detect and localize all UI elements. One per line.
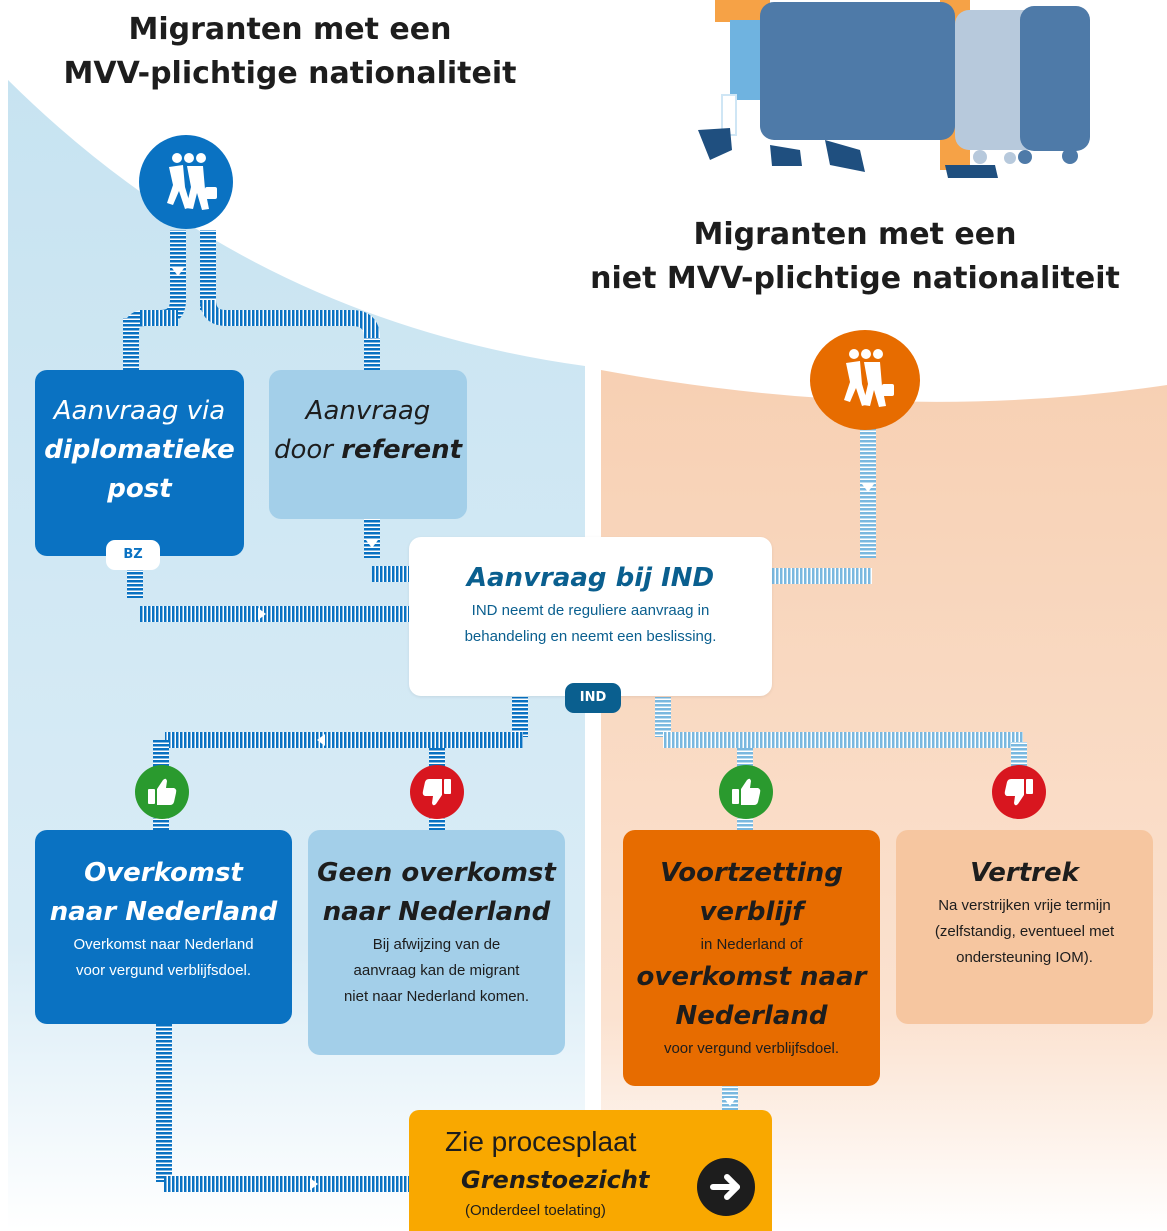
box-geen-overkomst-sub2: aanvraag kan de migrant [353, 962, 520, 979]
box-overkomst-sub1: Overkomst naar Nederland [73, 936, 254, 953]
box-ind-title: Aanvraag bij IND [466, 563, 715, 593]
thumbs-up-icon [732, 778, 761, 805]
thumb-reject-right [992, 765, 1046, 819]
box-grenstoezicht-line2: Grenstoezicht [461, 1166, 650, 1194]
box-diplomatieke-line2: diplomatieke [44, 435, 235, 465]
box-voortzetting: Voortzetting verblijf in Nederland of ov… [623, 830, 880, 1086]
tag-ind: IND [565, 683, 621, 713]
box-voortzetting-line3: overkomst naar [636, 962, 867, 992]
migrants-mvv-circle [139, 135, 233, 229]
box-ind-line2: behandeling en neemt een beslissing. [464, 628, 717, 645]
box-ind: Aanvraag bij IND IND neemt de reguliere … [409, 537, 772, 696]
box-overkomst-line2: naar Nederland [49, 897, 278, 927]
box-geen-overkomst: Geen overkomst naar Nederland Bij afwijz… [308, 830, 565, 1055]
mvv-title-line2: MVV-plichtige nationaliteit [63, 56, 517, 91]
box-geen-overkomst-sub3: niet naar Nederland komen. [343, 988, 530, 1005]
box-vertrek-line1: Vertrek [970, 858, 1079, 888]
box-ind-line1: IND neemt de reguliere aanvraag in [471, 602, 710, 619]
box-vertrek-sub2: (zelfstandig, eventueel met [934, 923, 1115, 940]
box-voortzetting-line1: Voortzetting [660, 858, 843, 888]
box-overkomst-line1: Overkomst [84, 858, 243, 888]
mvv-title: Migranten met een MVV-plichtige national… [30, 8, 550, 96]
box-overkomst: Overkomst naar Nederland Overkomst naar … [35, 830, 292, 1024]
thumbs-down-icon [422, 779, 451, 806]
box-vertrek-sub1: Na verstrijken vrije termijn [938, 897, 1111, 914]
non-mvv-title: Migranten met een niet MVV-plichtige nat… [585, 213, 1125, 301]
tag-bz: BZ [106, 540, 160, 570]
arrow-right-icon [710, 1174, 740, 1200]
box-voortzetting-sub1: in Nederland of [700, 936, 803, 953]
box-diplomatieke-post: Aanvraag via diplomatieke post [35, 370, 244, 556]
box-vertrek-sub3: ondersteuning IOM). [956, 949, 1093, 966]
box-grenstoezicht[interactable]: Zie procesplaat Grenstoezicht (Onderdeel… [409, 1110, 772, 1231]
box-geen-overkomst-line1: Geen overkomst [317, 858, 556, 888]
people-walking-icon [167, 153, 217, 210]
thumb-reject-left [410, 765, 464, 819]
box-voortzetting-sub2: voor vergund verblijfsdoel. [663, 1040, 840, 1057]
non-mvv-title-line2: niet MVV-plichtige nationaliteit [590, 261, 1120, 296]
box-voortzetting-line4: Nederland [675, 1001, 828, 1031]
box-diplomatieke-line3: post [107, 474, 172, 504]
box-referent-line2-prefix: door [273, 435, 342, 465]
box-referent-line2: door referent [269, 431, 467, 470]
box-referent: Aanvraag door referent [269, 370, 467, 519]
box-referent-line1: Aanvraag [305, 396, 431, 426]
thumb-approve-left [135, 765, 189, 819]
non-mvv-title-line1: Migranten met een [693, 217, 1017, 252]
box-overkomst-sub2: voor vergund verblijfsdoel. [75, 962, 252, 979]
migrants-non-mvv-circle [810, 330, 920, 430]
box-geen-overkomst-sub1: Bij afwijzing van de [372, 936, 501, 953]
box-vertrek: Vertrek Na verstrijken vrije termijn (ze… [896, 830, 1153, 1024]
thumb-approve-right [719, 765, 773, 819]
arrow-right-button[interactable] [697, 1158, 755, 1216]
box-grenstoezicht-line3: (Onderdeel toelating) [465, 1202, 606, 1219]
box-diplomatieke-line1: Aanvraag via [53, 396, 226, 426]
thumbs-up-icon [148, 778, 177, 805]
box-referent-line2-bold: referent [341, 435, 463, 465]
thumbs-down-icon [1004, 779, 1033, 806]
box-grenstoezicht-line1: Zie procesplaat [445, 1126, 637, 1157]
mvv-title-line1: Migranten met een [128, 12, 452, 47]
box-geen-overkomst-line2: naar Nederland [322, 897, 551, 927]
people-walking-icon [844, 349, 894, 407]
travellers-illustration [698, 0, 1090, 178]
box-voortzetting-line2: verblijf [699, 897, 804, 927]
